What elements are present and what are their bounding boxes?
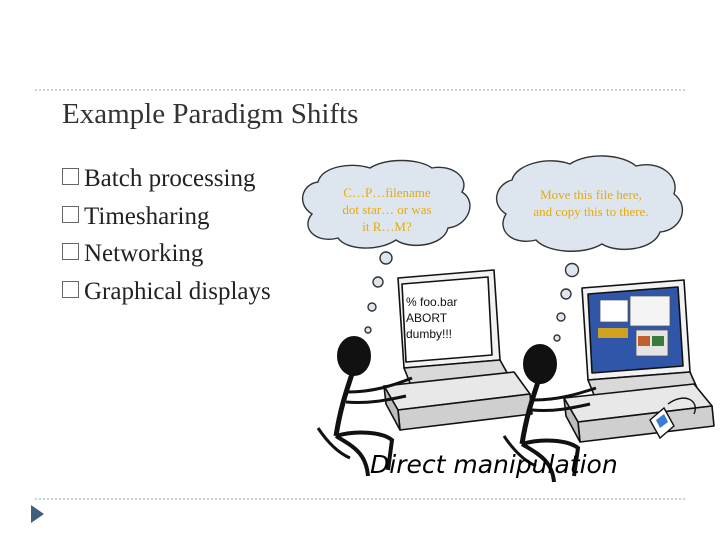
bullet-list: Batch processing Timesharing Networking … (62, 160, 271, 310)
terminal-line: dumby!!! (406, 327, 453, 341)
left-person (316, 336, 413, 477)
terminal-screen-text: % foo.bar ABORT dumby!!! (406, 294, 478, 342)
square-bullet-icon (62, 243, 79, 260)
terminal-line: % foo.bar (406, 295, 458, 309)
thought-line: C…P…filename (343, 185, 431, 200)
slide-title: Example Paradigm Shifts (62, 98, 359, 130)
left-computer (383, 269, 533, 431)
square-bullet-icon (62, 205, 79, 223)
square-bullet-icon (62, 168, 79, 185)
thought-line: Move this file here, (540, 187, 642, 202)
next-slide-arrow-icon[interactable] (30, 504, 46, 524)
left-thought-cloud (301, 159, 471, 334)
bullet-text: Batch processing (84, 165, 256, 192)
thought-line: and copy this to there. (533, 204, 649, 219)
left-thought-text: C…P…filename dot star… or was it R…M? (312, 184, 462, 235)
bullet-item: Graphical displays (62, 273, 271, 311)
bullet-text: Networking (84, 240, 204, 267)
top-divider (35, 89, 685, 91)
thought-line: dot star… or was (342, 202, 432, 217)
mouse-icon (649, 397, 696, 440)
thought-line: it R…M? (362, 219, 412, 234)
right-thought-text: Move this file here, and copy this to th… (505, 186, 677, 220)
bullet-item: Networking (62, 235, 271, 273)
right-thought-cloud (495, 155, 684, 342)
bottom-divider (35, 498, 685, 500)
right-computer (563, 279, 715, 443)
bullet-item: Timesharing (62, 198, 271, 236)
illustration-caption: Direct manipulation (370, 450, 618, 479)
terminal-line: ABORT (406, 311, 448, 325)
bullet-item: Batch processing (62, 160, 271, 198)
square-bullet-icon (62, 280, 79, 298)
bullet-text: Timesharing (84, 202, 210, 230)
bullet-text: Graphical displays (84, 277, 271, 305)
right-person (502, 344, 597, 483)
